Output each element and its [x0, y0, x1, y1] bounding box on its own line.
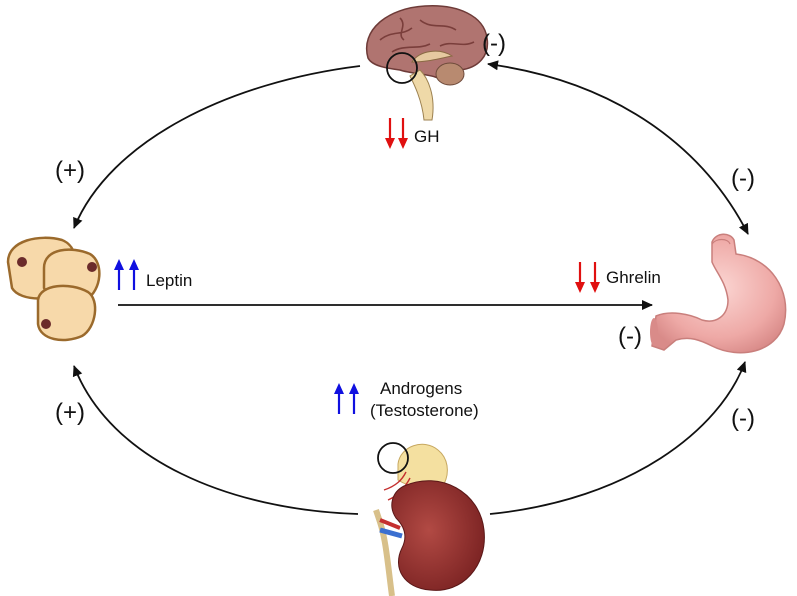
sign-left-upper: (+) — [55, 157, 85, 184]
gh-label: GH — [414, 127, 440, 146]
ghrelin-label-group: Ghrelin — [575, 262, 661, 293]
adrenal-highlight-circle — [377, 442, 409, 474]
gh-label-group: GH — [385, 118, 440, 149]
brainstem — [409, 69, 434, 121]
sign-right-lower: (-) — [731, 405, 755, 432]
ghrelin-label: Ghrelin — [606, 268, 661, 287]
androgens-label-group: Androgens (Testosterone) — [334, 379, 479, 420]
leptin-label-group: Leptin — [114, 259, 192, 290]
arrow-kidney-to-stomach — [489, 361, 747, 515]
sign-brain-right: (-) — [482, 30, 506, 57]
pituitary-highlight-circle — [386, 52, 418, 84]
leptin-label: Leptin — [146, 271, 192, 290]
kidney — [391, 480, 485, 591]
brain-icon — [365, 5, 489, 121]
cerebellum — [435, 62, 465, 86]
stomach-icon — [650, 233, 787, 354]
arrow-brain-to-fat — [73, 65, 361, 229]
adipocyte-icon — [6, 236, 101, 342]
arrow-kidney-to-fat — [72, 365, 359, 515]
androgens-label: Androgens — [380, 379, 462, 398]
arrow-stomach-brain — [487, 60, 749, 235]
sign-right-upper: (-) — [731, 165, 755, 192]
connector-arrows — [72, 60, 749, 515]
sign-stomach-left: (-) — [618, 323, 642, 350]
sign-left-lower: (+) — [55, 399, 85, 426]
kidney-adrenal-icon — [373, 442, 485, 596]
testosterone-label: (Testosterone) — [370, 401, 479, 420]
